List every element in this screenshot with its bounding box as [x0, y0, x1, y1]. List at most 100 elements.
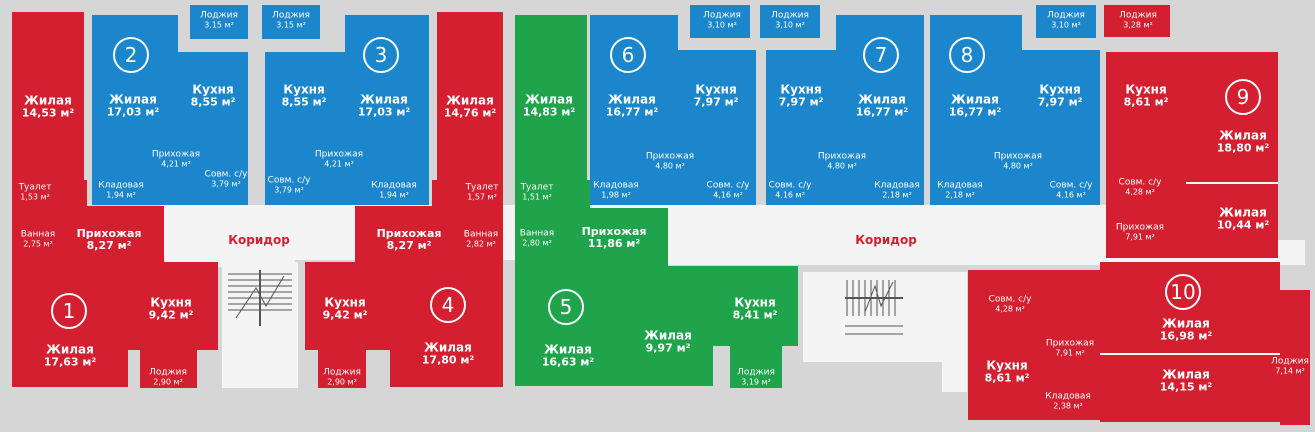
apt10-entry	[1048, 270, 1100, 322]
apt9-loggia	[1104, 5, 1170, 37]
apt7-hall	[816, 138, 870, 205]
apartment-number-8: 8	[949, 37, 985, 73]
apt6-hall	[640, 138, 702, 205]
apartment-number-10: 10	[1165, 274, 1201, 310]
apt5-hall-3	[625, 266, 713, 298]
apt5-hall-2	[560, 180, 590, 208]
apartment-number-4: 4	[430, 287, 466, 323]
apt7-kitchen	[766, 50, 836, 138]
divider-apt9	[1186, 182, 1278, 184]
apt1-hall	[64, 206, 164, 262]
apartment-number-1: 1	[51, 293, 87, 329]
staircase-right-icon	[845, 280, 903, 335]
apt4-kitchen	[305, 262, 390, 350]
apt5-living-room	[515, 266, 625, 386]
apartment-number-2: 2	[113, 37, 149, 73]
apt8-loggia	[1036, 5, 1096, 38]
apt5-loggia	[730, 346, 782, 388]
apt3-bath	[265, 147, 313, 205]
apt1-hall-2	[57, 180, 87, 206]
apt2-storage	[92, 175, 150, 205]
apt10-loggia	[1280, 290, 1310, 425]
apt9-bath	[1106, 142, 1186, 210]
apt9-living-room-2	[1186, 182, 1278, 258]
apt1-wc	[12, 180, 57, 206]
apt5-hall	[560, 208, 668, 266]
apt4-hall	[355, 206, 458, 262]
apt2-hall	[150, 147, 200, 205]
apt10-hall	[1036, 322, 1100, 372]
apt5-living-room-2	[515, 15, 587, 180]
apt8-bath	[1046, 138, 1100, 205]
apt10-kitchen	[968, 322, 1036, 420]
apt2-kitchen	[178, 52, 248, 147]
landing-right	[942, 272, 967, 392]
apt6-kitchen	[678, 50, 756, 138]
apt3-hall	[313, 147, 365, 205]
apt10-living-room-2	[1100, 354, 1280, 422]
apt3-storage	[365, 175, 429, 205]
apt3-kitchen	[265, 52, 345, 147]
apt5-wc	[515, 180, 560, 208]
apt8-storage	[930, 175, 992, 205]
apt4-hall-2	[432, 180, 460, 206]
divider-apt10	[1100, 353, 1280, 355]
apt10-bath	[968, 270, 1048, 322]
apartment-number-9: 9	[1225, 79, 1261, 115]
apt1-bath	[12, 206, 64, 262]
apt5-living-room-3	[625, 298, 713, 386]
corridor-label-left: Коридор	[228, 233, 290, 247]
corridor-label-right: Коридор	[855, 233, 917, 247]
apt9-hall	[1106, 210, 1186, 258]
apt7-loggia	[760, 5, 820, 38]
apt1-kitchen	[128, 262, 218, 350]
apartment-number-5: 5	[548, 289, 584, 325]
apt7-storage	[870, 175, 924, 205]
apt4-living-room	[390, 262, 503, 387]
apartment-number-6: 6	[610, 37, 646, 73]
